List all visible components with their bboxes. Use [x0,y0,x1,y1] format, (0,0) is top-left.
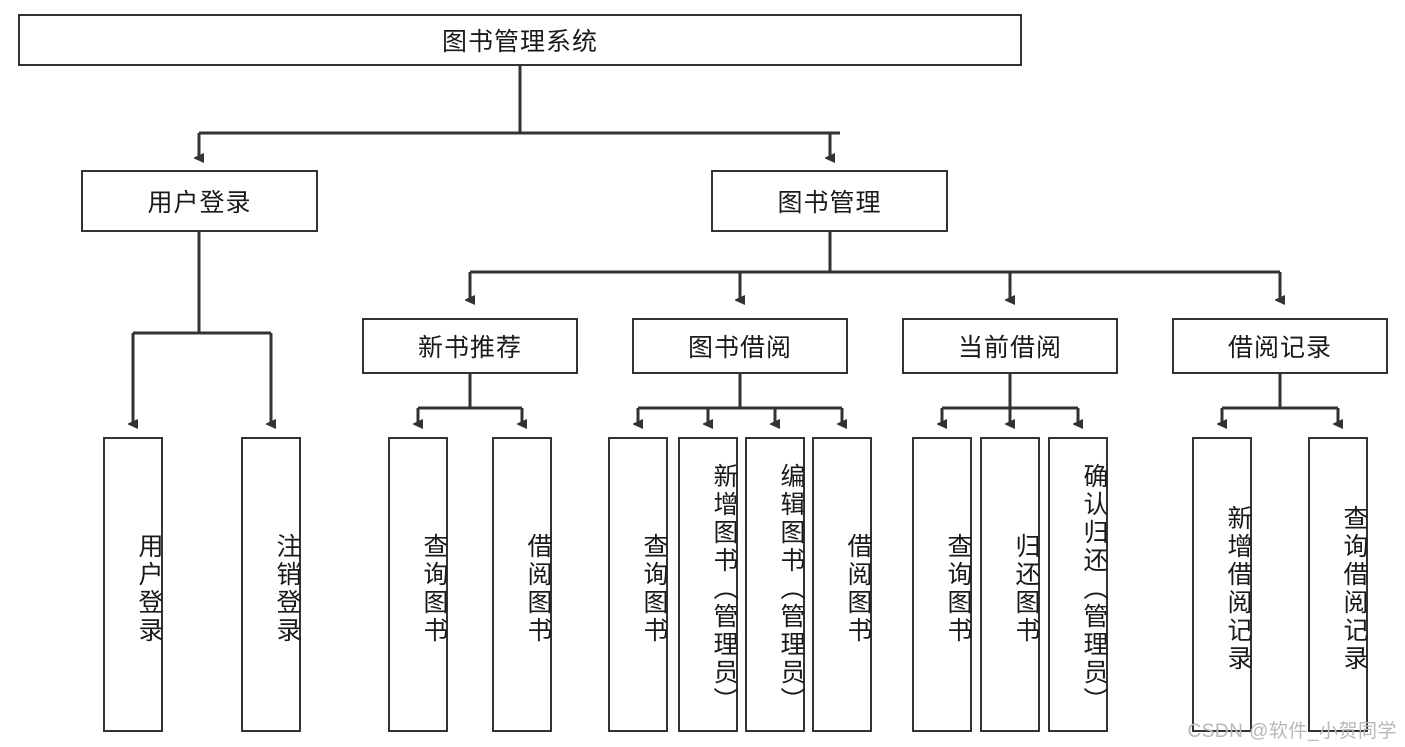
node-new-book-recommend[interactable]: 新书推荐 [362,318,578,374]
node-leaf-add-record[interactable]: 新增借阅记录 [1192,437,1252,732]
node-borrow-record-label: 借阅记录 [1227,334,1332,362]
node-leaf-logout[interactable]: 注销登录 [241,437,301,732]
node-leaf-query-record[interactable]: 查询借阅记录 [1308,437,1368,732]
node-root-label: 图书管理系统 [441,28,598,56]
node-leaf-query-book-1[interactable]: 查询图书 [388,437,448,732]
watermark: CSDN @软件_小贺同学 [1187,721,1397,742]
node-leaf-query-book-3[interactable]: 查询图书 [912,437,972,732]
node-leaf-query-book-2-label: 查询图书 [640,532,668,645]
node-leaf-user-login[interactable]: 用户登录 [103,437,163,732]
node-book-borrow[interactable]: 图书借阅 [632,318,848,374]
node-user-login[interactable]: 用户登录 [81,170,318,232]
node-leaf-edit-book-label: 编辑图书（管理员） [777,462,805,715]
node-leaf-query-record-label: 查询借阅记录 [1340,504,1368,673]
node-leaf-query-book-3-label: 查询图书 [944,532,972,645]
node-leaf-confirm-return[interactable]: 确认归还（管理员） [1048,437,1108,732]
node-new-book-recommend-label: 新书推荐 [417,334,522,362]
node-current-borrow-label: 当前借阅 [957,334,1062,362]
node-book-manage-label: 图书管理 [777,189,882,217]
node-current-borrow[interactable]: 当前借阅 [902,318,1118,374]
node-leaf-borrow-book-1-label: 借阅图书 [524,532,552,645]
node-leaf-add-book[interactable]: 新增图书（管理员） [678,437,738,732]
node-leaf-return-book[interactable]: 归还图书 [980,437,1040,732]
node-book-borrow-label: 图书借阅 [687,334,792,362]
node-root[interactable]: 图书管理系统 [18,14,1022,66]
node-leaf-add-record-label: 新增借阅记录 [1224,504,1252,673]
node-borrow-record[interactable]: 借阅记录 [1172,318,1388,374]
node-leaf-confirm-return-label: 确认归还（管理员） [1080,462,1108,715]
node-leaf-borrow-book-2-label: 借阅图书 [844,532,872,645]
node-leaf-query-book-2[interactable]: 查询图书 [608,437,668,732]
node-leaf-return-book-label: 归还图书 [1012,532,1040,645]
node-book-manage[interactable]: 图书管理 [711,170,948,232]
node-leaf-borrow-book-2[interactable]: 借阅图书 [812,437,872,732]
node-user-login-label: 用户登录 [147,189,252,217]
node-leaf-logout-label: 注销登录 [273,532,301,645]
node-leaf-edit-book[interactable]: 编辑图书（管理员） [745,437,805,732]
node-leaf-borrow-book-1[interactable]: 借阅图书 [492,437,552,732]
node-leaf-add-book-label: 新增图书（管理员） [710,462,738,715]
node-leaf-user-login-label: 用户登录 [135,532,163,645]
node-leaf-query-book-1-label: 查询图书 [420,532,448,645]
